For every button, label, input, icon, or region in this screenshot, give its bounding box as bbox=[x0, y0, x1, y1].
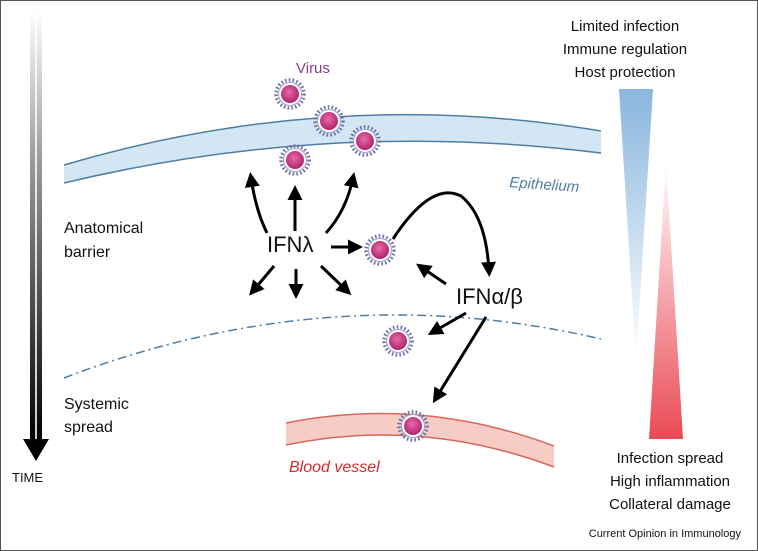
arrow-ifnab-to-systemic-virus bbox=[427, 311, 467, 335]
protection-gradient-wedge bbox=[619, 89, 653, 361]
ifn-alpha-beta-arrows bbox=[391, 191, 496, 404]
arrow-ifnl-down-right bbox=[319, 264, 352, 296]
svg-text:Anatomical: Anatomical bbox=[64, 220, 143, 237]
svg-text:High inflammation: High inflammation bbox=[610, 473, 730, 490]
systemic-spread-label: Systemic spread bbox=[64, 396, 129, 436]
arrow-ifnl-to-epithelium-left bbox=[244, 172, 269, 234]
time-label: TIME bbox=[12, 470, 43, 485]
arrow-ifnl-down-left bbox=[249, 265, 276, 296]
virus-particle-1 bbox=[274, 78, 306, 110]
virus-particle-3 bbox=[349, 125, 381, 157]
svg-text:spread: spread bbox=[64, 419, 113, 436]
systemic-boundary-line bbox=[63, 314, 602, 379]
virus-particle-4 bbox=[279, 144, 311, 176]
virus-particle-6 bbox=[382, 325, 414, 357]
svg-text:Limited infection: Limited infection bbox=[571, 18, 679, 35]
virus-label: Virus bbox=[296, 60, 330, 77]
blood-vessel bbox=[285, 412, 555, 468]
svg-text:Systemic: Systemic bbox=[64, 396, 129, 413]
bottom-outcomes: Infection spread High inflammation Colla… bbox=[609, 450, 731, 513]
svg-text:Collateral damage: Collateral damage bbox=[609, 496, 731, 513]
svg-text:Immune regulation: Immune regulation bbox=[563, 41, 687, 58]
svg-text:barrier: barrier bbox=[64, 244, 111, 261]
ifn-lambda-label: IFNλ bbox=[267, 232, 313, 257]
time-arrow bbox=[23, 11, 49, 461]
svg-text:Host protection: Host protection bbox=[575, 64, 676, 81]
damage-gradient-wedge bbox=[649, 161, 683, 439]
blood-vessel-label: Blood vessel bbox=[289, 459, 380, 476]
arrow-virus-to-ifnab bbox=[391, 191, 496, 277]
epithelium-label: Epithelium bbox=[509, 174, 580, 196]
arrow-ifnab-to-virus bbox=[416, 263, 447, 286]
ifn-alpha-beta-label: IFNα/β bbox=[456, 284, 523, 309]
top-outcomes: Limited infection Immune regulation Host… bbox=[563, 18, 687, 81]
journal-credit: Current Opinion in Immunology bbox=[589, 528, 742, 540]
arrow-ifnl-to-epithelium-right bbox=[324, 172, 359, 235]
svg-text:Infection spread: Infection spread bbox=[617, 450, 724, 467]
virus-particle-5 bbox=[364, 234, 396, 266]
anatomical-barrier-label: Anatomical barrier bbox=[64, 220, 143, 261]
ifn-lambda-arrows bbox=[244, 172, 363, 299]
arrow-ifnab-to-blood-vessel bbox=[432, 316, 488, 404]
